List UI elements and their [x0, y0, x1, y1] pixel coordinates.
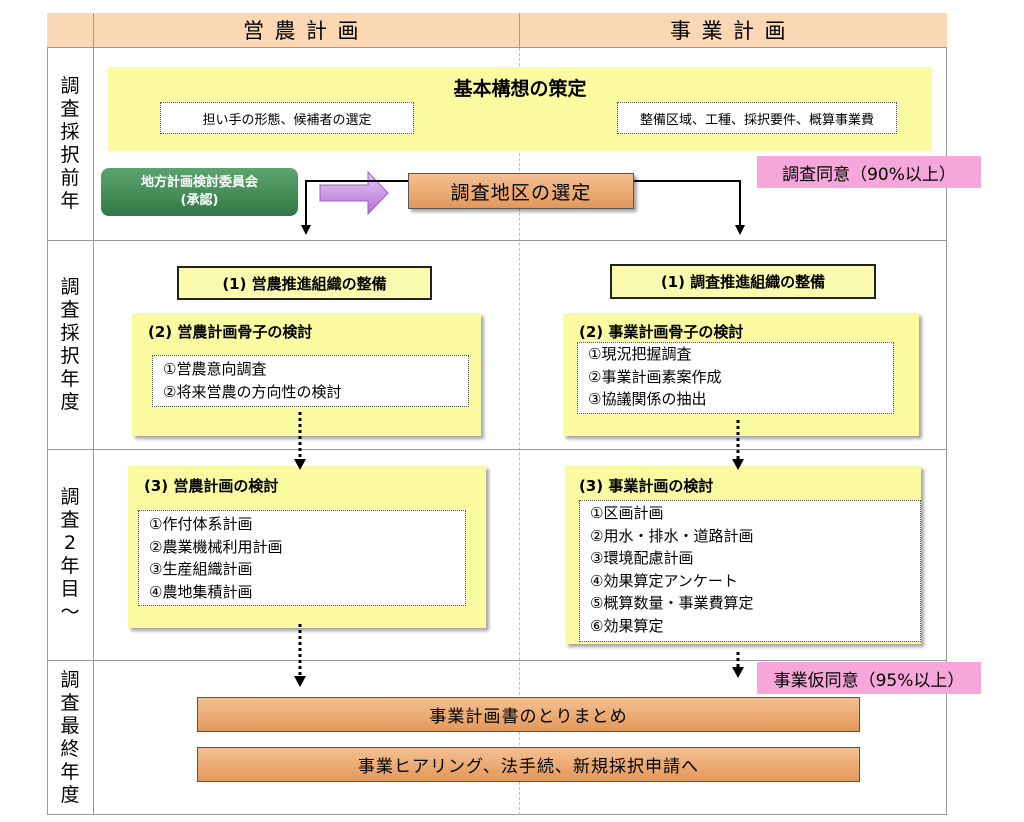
provisional-consent-badge: 事業仮同意（95%以上）: [757, 662, 981, 694]
basic-concept-right-note: 整備区域、工種、採択要件、概算事業費: [617, 102, 897, 134]
farming-plan-review-list: ①作付体系計画 ②農業機械利用計画 ③生産組織計画 ④農地集積計画: [138, 510, 466, 606]
plan-summary-bar: 事業計画書のとりまとめ: [197, 697, 860, 732]
list-item: ②農業機械利用計画: [149, 537, 283, 556]
project-outline-down-arrow: [732, 420, 744, 470]
farming-outline-box: (2) 営農計画骨子の検討 ①営農意向調査 ②将来営農の方向性の検討: [132, 313, 481, 436]
farming-org-box: (1) 営農推進組織の整備: [177, 266, 432, 300]
list-item: ③環境配慮計画: [590, 549, 694, 567]
survey-consent-badge: 調査同意（90%以上）: [757, 156, 981, 188]
list-item: ①作付体系計画: [149, 515, 253, 533]
header-farming-plan: 営農計画: [93, 13, 519, 48]
list-item: ③生産組織計画: [149, 560, 253, 578]
list-item: ②用水・排水・道路計画: [590, 526, 754, 545]
basic-concept-left-note: 担い手の形態、候補者の選定: [160, 102, 414, 134]
list-item: ⑤概算数量・事業費算定: [590, 594, 754, 612]
farming-plan-review-box: (3) 営農計画の検討 ①作付体系計画 ②農業機械利用計画 ③生産組織計画 ④農…: [128, 466, 486, 628]
list-item: ②将来営農の方向性の検討: [163, 382, 342, 401]
list-item: ③協議関係の抽出: [588, 390, 707, 408]
project-plan-review-title: (3) 事業計画の検討: [579, 477, 714, 495]
header-corner: [47, 13, 93, 48]
header-divider: [519, 13, 520, 48]
farming-outline-down-arrow: [294, 412, 306, 470]
list-item: ①区画計画: [590, 504, 664, 522]
row-divider-2: [47, 449, 947, 450]
basic-concept-title: 基本構想の策定: [453, 78, 587, 100]
project-review-down-arrow: [732, 652, 744, 678]
farming-outline-list: ①営農意向調査 ②将来営農の方向性の検討: [152, 355, 469, 407]
farming-review-down-arrow: [294, 624, 306, 687]
regional-committee-approval: (承認): [180, 193, 219, 208]
row-divider-3: [47, 660, 947, 661]
list-item: ①現況把握調査: [588, 345, 692, 363]
committee-to-selection-arrow: [319, 170, 389, 216]
selection-to-project-arrow: [634, 180, 745, 235]
selection-to-farming-arrow: [301, 180, 408, 235]
project-outline-list: ①現況把握調査 ②事業計画素案作成 ③協議関係の抽出: [577, 342, 894, 414]
farming-outline-title: (2) 営農計画骨子の検討: [148, 323, 313, 341]
label-column-divider: [93, 13, 94, 815]
center-dashed-divider: [519, 48, 520, 815]
list-item: ④農地集積計画: [149, 582, 253, 601]
basic-concept-box: 基本構想の策定 担い手の形態、候補者の選定 整備区域、工種、採択要件、概算事業費: [108, 67, 932, 151]
hearing-application-bar: 事業ヒアリング、法手続、新規採択申請へ: [197, 747, 860, 782]
project-outline-box: (2) 事業計画骨子の検討 ①現況把握調査 ②事業計画素案作成 ③協議関係の抽出: [563, 313, 919, 436]
list-item: ⑥効果算定: [590, 616, 664, 635]
list-item: ②事業計画素案作成: [588, 367, 722, 386]
row-label-adopt-year: 調査採択年度: [60, 275, 80, 413]
row-label-final-year: 調査最終年度: [60, 668, 80, 806]
row-divider-1: [47, 240, 947, 241]
regional-committee-box: 地方計画検討委員会 (承認): [101, 168, 298, 216]
farming-plan-review-title: (3) 営農計画の検討: [144, 477, 279, 495]
project-plan-review-list: ①区画計画 ②用水・排水・道路計画 ③環境配慮計画 ④効果算定アンケート ⑤概算…: [579, 500, 921, 642]
survey-area-selection-box: 調査地区の選定: [408, 173, 634, 209]
regional-committee-label: 地方計画検討委員会: [140, 175, 258, 190]
list-item: ④効果算定アンケート: [590, 571, 738, 590]
header-project-plan: 事業計画: [519, 13, 947, 48]
project-outline-title: (2) 事業計画骨子の検討: [579, 323, 744, 341]
list-item: ①営農意向調査: [163, 360, 267, 378]
survey-org-box: (1) 調査推進組織の整備: [610, 264, 876, 299]
project-plan-review-box: (3) 事業計画の検討 ①区画計画 ②用水・排水・道路計画 ③環境配慮計画 ④効…: [565, 466, 921, 644]
row-label-pre-year: 調査採択前年: [60, 75, 80, 212]
